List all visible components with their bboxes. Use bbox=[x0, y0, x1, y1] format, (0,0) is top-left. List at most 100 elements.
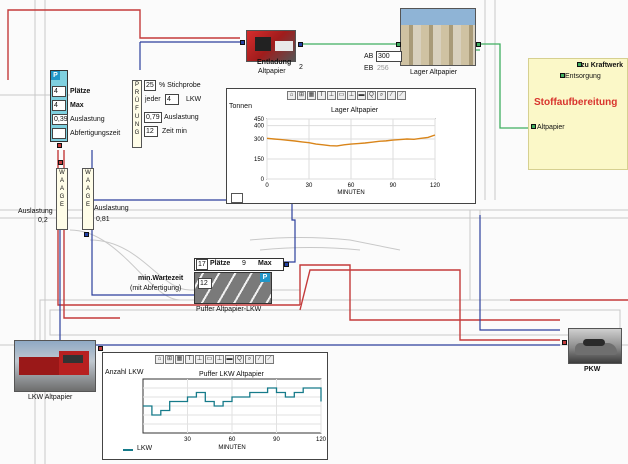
puffer-caption: Puffer Altpapier-LKW bbox=[196, 306, 262, 313]
parking-max-label: Max bbox=[70, 102, 84, 109]
lager-chart-legend-box bbox=[231, 193, 243, 203]
parking-abfertigungszeit-value bbox=[52, 128, 66, 139]
puffer-chart-panel[interactable]: ⌂⊞▦T⊥▭⊥▬Q⌕⁄⟋ Anzahl LKW Puffer LKW Altpa… bbox=[102, 352, 328, 460]
waage-right-auslastung-label: Auslastung bbox=[94, 205, 129, 212]
stoff-port-altpapier[interactable] bbox=[531, 124, 536, 129]
lager-chart-tool-button[interactable]: ▭ bbox=[337, 91, 346, 100]
pruefung-letter: Ü bbox=[134, 98, 140, 104]
lkw-truck-image[interactable] bbox=[14, 340, 96, 392]
puffer-chart-tool-button[interactable]: ⊥ bbox=[195, 355, 204, 364]
parking-p-icon: P bbox=[51, 71, 60, 80]
lager-xtick: 30 bbox=[306, 183, 313, 189]
waage-left-letter: W bbox=[59, 170, 65, 176]
puffer-chart-tool-button[interactable]: ▬ bbox=[225, 355, 234, 364]
puffer-max-value: 9 bbox=[242, 260, 246, 267]
puffer-wait-title: min.Wartezeit bbox=[138, 275, 184, 282]
puffer-p-icon: P bbox=[260, 273, 270, 282]
puffer-xtick: 60 bbox=[229, 437, 236, 443]
puffer-field-value[interactable]: 12 bbox=[198, 278, 212, 289]
parking-auslastung-label: Auslastung bbox=[70, 116, 105, 123]
puffer-chart-tool-button[interactable]: T bbox=[185, 355, 194, 364]
parking-max-value: 4 bbox=[52, 100, 66, 111]
puffer-chart-tool-button[interactable]: ⊥ bbox=[215, 355, 224, 364]
lkw-port-right[interactable] bbox=[98, 346, 103, 351]
lager-port-left[interactable] bbox=[396, 42, 401, 47]
lager-chart-tool-button[interactable]: Q bbox=[367, 91, 376, 100]
lager-ab-value: 300 bbox=[376, 51, 402, 62]
parking-port-bottom[interactable] bbox=[57, 143, 62, 148]
puffer-plaetze-label: Plätze bbox=[210, 260, 231, 267]
lager-xtick: 120 bbox=[430, 183, 441, 189]
stoffaufbereitung-panel[interactable]: zu Kraftwerk Entsorgung Stoffaufbereitun… bbox=[528, 58, 628, 170]
pruefung-zeit-value[interactable]: 12 bbox=[144, 126, 158, 137]
stichprobe-lkw-label: LKW bbox=[186, 96, 202, 103]
stichprobe-percent-value[interactable]: 25 bbox=[144, 80, 156, 91]
entladung-port-right[interactable] bbox=[298, 42, 303, 47]
lager-xtick: 90 bbox=[390, 183, 397, 189]
lager-ytick: 400 bbox=[254, 124, 265, 130]
waage-left-auslastung-value: 0,2 bbox=[38, 217, 48, 224]
lager-chart-toolbar[interactable]: ⌂⊞▦T⊥▭⊥▬Q⌕⁄⟋ bbox=[287, 91, 406, 101]
puffer-chart-toolbar[interactable]: ⌂⊞▦T⊥▭⊥▬Q⌕⁄⟋ bbox=[155, 355, 274, 365]
pkw-port-left[interactable] bbox=[562, 340, 567, 345]
lager-chart-tool-button[interactable]: ⊥ bbox=[327, 91, 336, 100]
lager-caption: Lager Altpapier bbox=[410, 69, 458, 76]
link-kraftwerk[interactable]: zu Kraftwerk bbox=[581, 62, 624, 69]
lager-ytick: 300 bbox=[254, 137, 265, 143]
lager-ytick: 0 bbox=[261, 177, 265, 183]
puffer-chart-tool-button[interactable]: ⁄ bbox=[255, 355, 264, 364]
stichprobe-jeder-value[interactable]: 4 bbox=[165, 94, 179, 105]
stichprobe-percent-label: % Stichprobe bbox=[159, 82, 201, 89]
puffer-chart-tool-button[interactable]: ⌕ bbox=[245, 355, 254, 364]
lager-chart-tool-button[interactable]: ⌂ bbox=[287, 91, 296, 100]
waage-right-letter: W bbox=[85, 170, 91, 176]
lager-chart-tool-button[interactable]: ▬ bbox=[357, 91, 366, 100]
entladung-port-left[interactable] bbox=[240, 40, 245, 45]
pkw-car-image[interactable] bbox=[568, 328, 622, 364]
lager-port-right[interactable] bbox=[476, 42, 481, 47]
lager-chart-tool-button[interactable]: ⊞ bbox=[297, 91, 306, 100]
puffer-chart-legend-line bbox=[123, 449, 133, 451]
puffer-port-right[interactable] bbox=[284, 262, 289, 267]
lager-chart-title: Lager Altpapier bbox=[331, 107, 379, 114]
puffer-chart-tool-button[interactable]: ⌂ bbox=[155, 355, 164, 364]
lager-chart-tool-button[interactable]: ⁄ bbox=[387, 91, 396, 100]
stichprobe-jeder-label: jeder bbox=[145, 96, 161, 103]
lager-xtick: 60 bbox=[348, 183, 355, 189]
puffer-header bbox=[194, 258, 284, 271]
lager-chart-tool-button[interactable]: ⟋ bbox=[397, 91, 406, 100]
entladung-subtitle: Altpapier bbox=[258, 68, 286, 75]
lager-chart-tool-button[interactable]: T bbox=[317, 91, 326, 100]
waage-left-letter: G bbox=[59, 194, 65, 200]
pruefung-auslastung-label: Auslastung bbox=[164, 114, 199, 121]
stoff-port-kraftwerk[interactable] bbox=[577, 62, 582, 67]
puffer-chart-tool-button[interactable]: Q bbox=[235, 355, 244, 364]
puffer-chart-tool-button[interactable]: ⊞ bbox=[165, 355, 174, 364]
pruefung-letter: P bbox=[134, 82, 139, 88]
pkw-caption: PKW bbox=[584, 366, 601, 373]
puffer-wait-subtitle: (mit Abfertigung) bbox=[130, 285, 182, 292]
puffer-xtick: 90 bbox=[273, 437, 280, 443]
stoff-port-entsorgung[interactable] bbox=[560, 73, 565, 78]
entladung-title: Entladung bbox=[257, 59, 292, 66]
puffer-chart-tool-button[interactable]: ▦ bbox=[175, 355, 184, 364]
lager-paper-bales-image[interactable] bbox=[400, 8, 476, 66]
waage-left-letter: A bbox=[59, 186, 64, 192]
entladung-truck-image[interactable] bbox=[246, 30, 296, 62]
waage-port-top[interactable] bbox=[58, 160, 63, 165]
waage-port-bottom[interactable] bbox=[84, 232, 89, 237]
puffer-chart-tool-button[interactable]: ▭ bbox=[205, 355, 214, 364]
pruefung-letter: G bbox=[134, 130, 140, 136]
link-altpapier[interactable]: Altpapier bbox=[537, 124, 565, 131]
puffer-chart-tool-button[interactable]: ⟋ bbox=[265, 355, 274, 364]
lager-chart-tool-button[interactable]: ▦ bbox=[307, 91, 316, 100]
waage-left-letter: E bbox=[59, 202, 64, 208]
link-entsorgung[interactable]: Entsorgung bbox=[565, 73, 601, 80]
lager-chart-tool-button[interactable]: ⌕ bbox=[377, 91, 386, 100]
lager-chart-tool-button[interactable]: ⊥ bbox=[347, 91, 356, 100]
